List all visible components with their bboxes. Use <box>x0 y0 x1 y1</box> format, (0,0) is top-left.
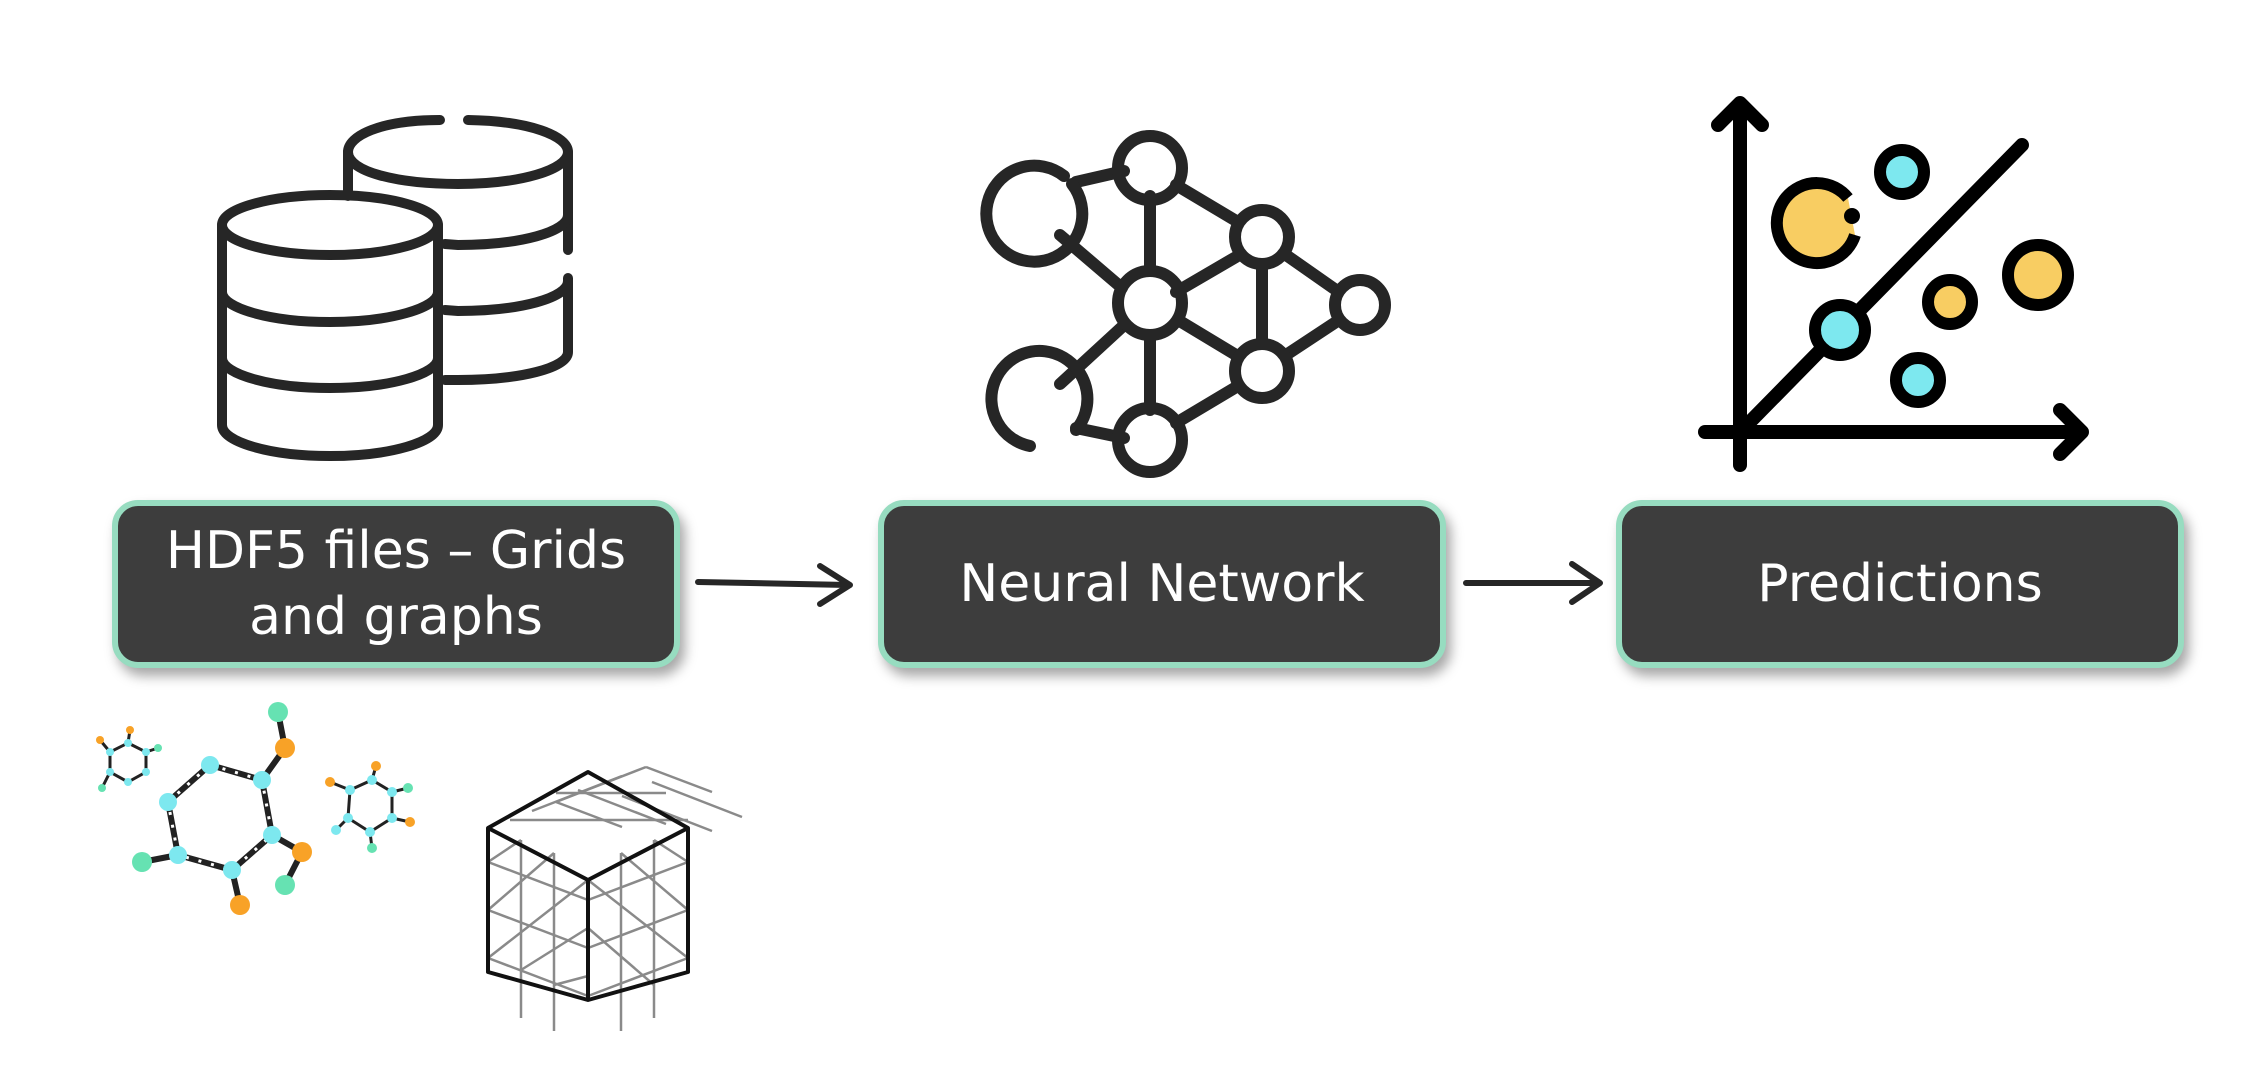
node-predictions: Predictions <box>1616 500 2184 668</box>
node-neural-network: Neural Network <box>878 500 1446 668</box>
node-data-files-label: HDF5 files – Grids and graphs <box>165 521 627 647</box>
arrow-data-to-nn <box>695 563 853 607</box>
node-predictions-label: Predictions <box>1757 554 2043 614</box>
node-neural-network-label: Neural Network <box>959 554 1365 614</box>
arrow-nn-to-pred <box>1463 561 1603 605</box>
node-data-files: HDF5 files – Grids and graphs <box>112 500 680 668</box>
